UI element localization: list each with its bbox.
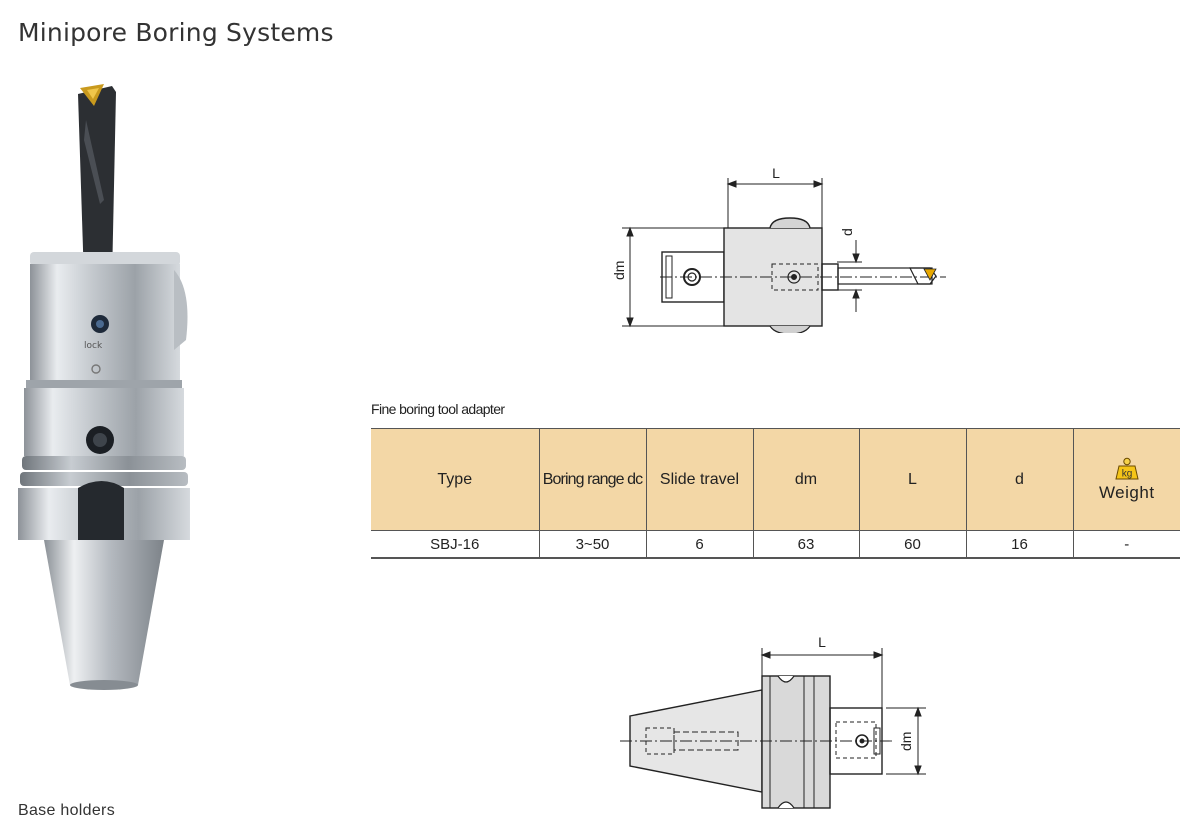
cell-type: SBJ-16 [371,530,539,559]
header-slide-travel: Slide travel [645,428,753,531]
dim-dm-label: dm [898,732,914,751]
table-header-row: Type Boring range dc Slide travel dm L d… [371,428,1180,531]
svg-text:lock: lock [84,341,103,351]
section-label-base-holders: Base holders [18,802,115,819]
boring-head-photo: lock [18,84,190,690]
table-row: SBJ-16 3~50 6 63 60 16 - [371,530,1180,559]
header-L: L [858,428,966,531]
cell-dm: 63 [752,530,859,559]
header-weight-label: Weight [1098,483,1155,502]
cell-weight: - [1072,530,1180,559]
cell-boring-range: 3~50 [538,530,646,559]
header-boring-range: Boring range dc [538,428,646,531]
svg-text:kg: kg [1121,469,1132,480]
table-caption: Fine boring tool adapter [371,401,505,417]
dim-L-label: L [772,168,780,181]
cell-slide-travel: 6 [645,530,753,559]
spec-table: Type Boring range dc Slide travel dm L d… [371,428,1180,559]
base-holder-drawing: L dm [620,634,926,809]
header-d: d [965,428,1073,531]
page-title: Minipore Boring Systems [18,17,334,47]
header-type: Type [371,428,539,531]
adapter-drawing: L dm d [611,168,946,333]
header-dm: dm [752,428,859,531]
dim-dm-label: dm [611,261,627,280]
header-weight: kg Weight [1072,428,1180,531]
dim-d-label: d [839,228,855,236]
cell-d: 16 [965,530,1073,559]
weight-kg-icon: kg [1115,457,1139,480]
dim-L-label: L [818,634,826,650]
cell-L: 60 [858,530,966,559]
